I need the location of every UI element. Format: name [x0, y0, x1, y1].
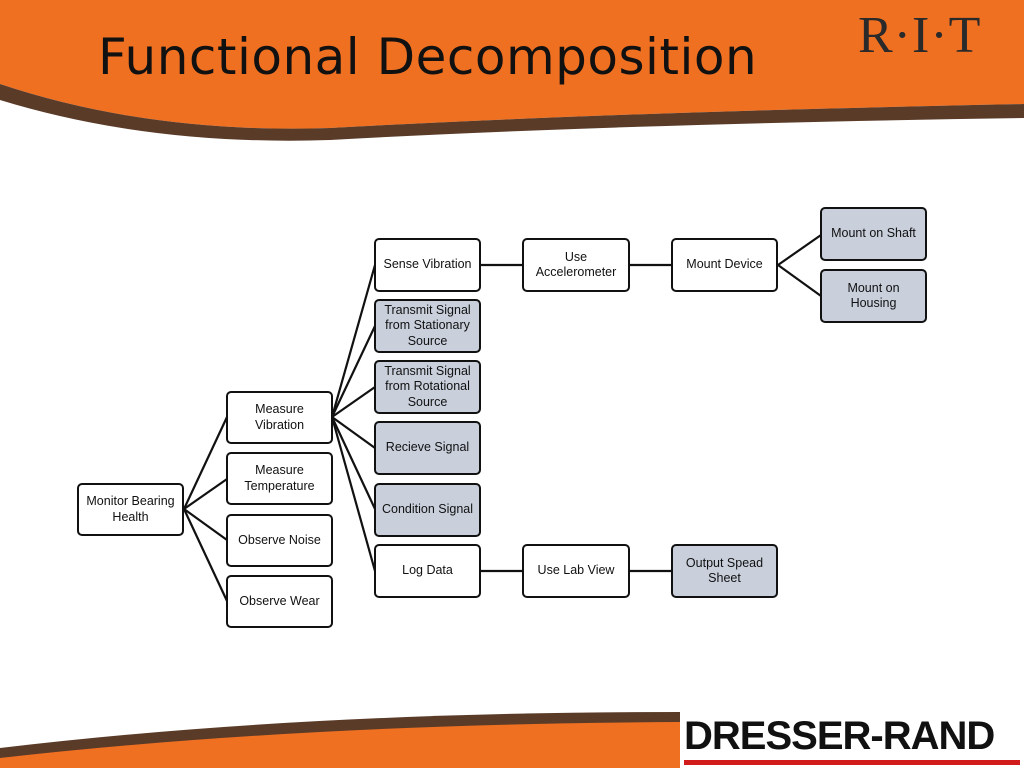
- node-mount-device: Mount Device: [671, 238, 778, 292]
- node-label: Sense Vibration: [383, 257, 472, 272]
- node-transmit-signal-rotational: Transmit Signal from Rotational Source: [374, 360, 481, 414]
- node-label: Use Lab View: [537, 563, 615, 578]
- node-label: Recieve Signal: [385, 440, 470, 455]
- rit-logo: R·I·T: [858, 7, 982, 64]
- logo-red-stripe: [684, 760, 1020, 765]
- node-label: Mount Device: [686, 257, 763, 272]
- node-output-spreadsheet: Output Spead Sheet: [671, 544, 778, 598]
- dresser-rand-logo-text: DRESSER-RAND: [684, 714, 995, 758]
- node-label: Observe Noise: [238, 532, 321, 547]
- node-label: Measure Vibration: [254, 402, 305, 432]
- node-label: Condition Signal: [381, 502, 474, 517]
- node-label: Mount on Shaft: [831, 226, 916, 241]
- node-label: Mount on Housing: [847, 280, 900, 311]
- node-label: Observe Wear: [239, 593, 320, 608]
- node-label: Log Data: [402, 563, 453, 578]
- node-condition-signal: Condition Signal: [374, 483, 481, 537]
- node-measure-vibration: Measure Vibration: [226, 391, 333, 444]
- node-monitor-bearing-health: Monitor Bearing Health: [77, 483, 184, 536]
- slide-title: Functional Decomposition: [98, 28, 758, 86]
- node-label: Output Spead Sheet: [685, 555, 764, 586]
- node-measure-temperature: Measure Temperature: [226, 452, 333, 505]
- node-mount-on-shaft: Mount on Shaft: [820, 207, 927, 261]
- node-use-accelerometer: Use Accelerometer: [522, 238, 630, 292]
- top-banner: [0, 0, 1024, 141]
- node-label: Use Accelerometer: [535, 249, 617, 280]
- node-observe-noise: Observe Noise: [226, 514, 333, 567]
- node-log-data: Log Data: [374, 544, 481, 598]
- dresser-rand-logo: DRESSER-RAND: [680, 712, 1024, 768]
- node-label: Measure Temperature: [244, 463, 315, 493]
- node-receive-signal: Recieve Signal: [374, 421, 481, 475]
- node-use-lab-view: Use Lab View: [522, 544, 630, 598]
- node-label: Transmit Signal from Stationary Source: [384, 302, 471, 348]
- node-label: Monitor Bearing Health: [86, 494, 175, 524]
- node-mount-on-housing: Mount on Housing: [820, 269, 927, 323]
- node-label: Transmit Signal from Rotational Source: [384, 363, 471, 409]
- node-sense-vibration: Sense Vibration: [374, 238, 481, 292]
- node-transmit-signal-stationary: Transmit Signal from Stationary Source: [374, 299, 481, 353]
- node-observe-wear: Observe Wear: [226, 575, 333, 628]
